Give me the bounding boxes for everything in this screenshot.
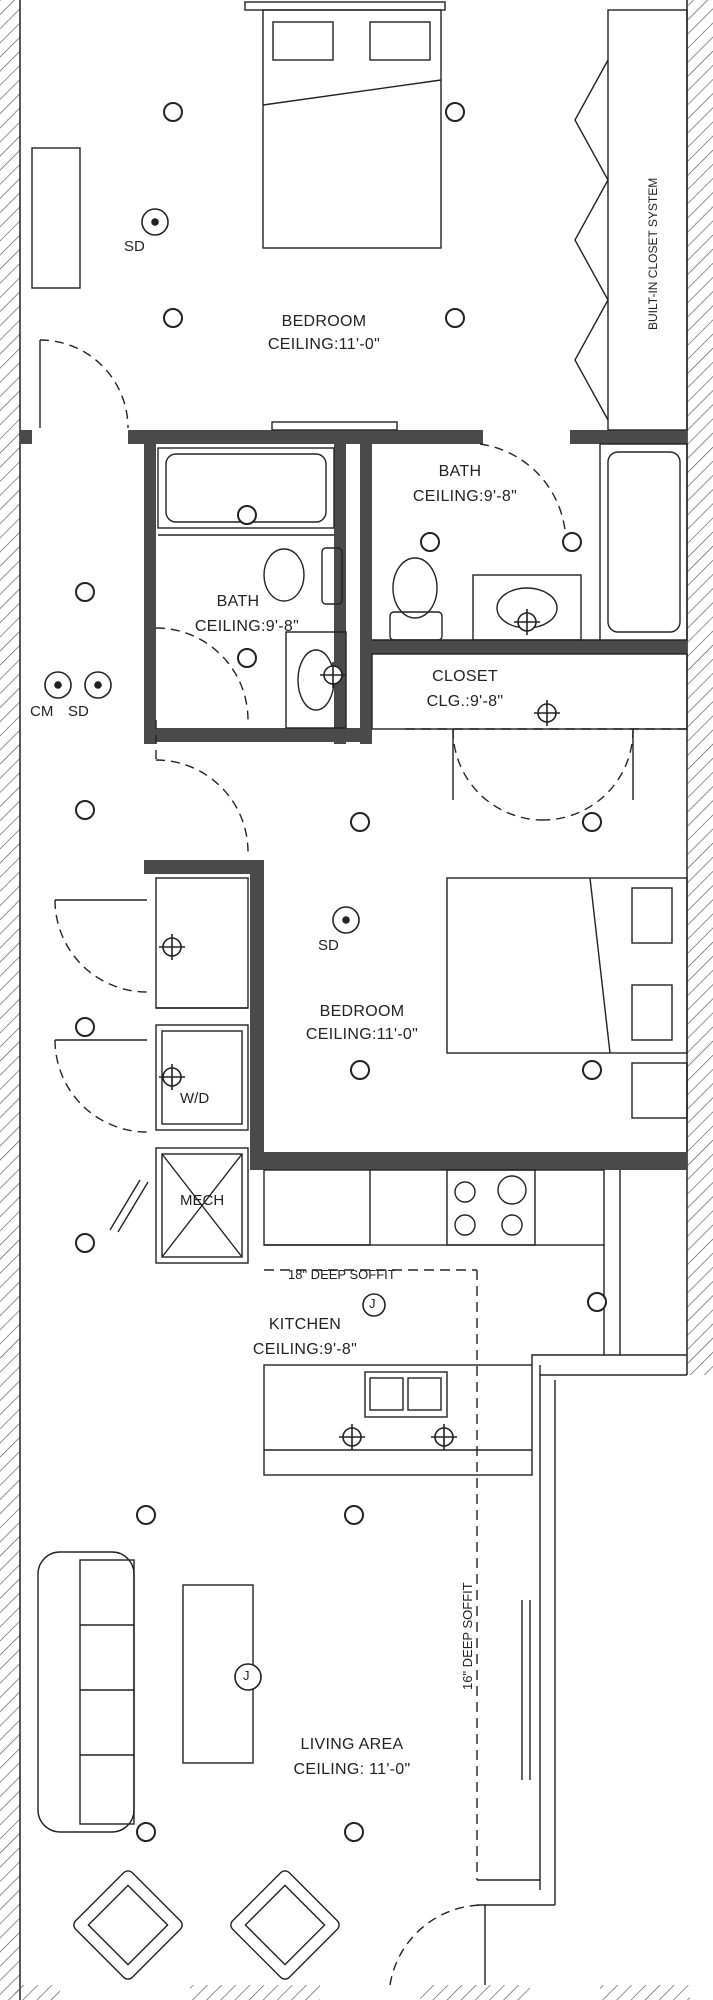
kitchen-counter [263,1169,605,1246]
smoke-detector-label-3: SD [318,937,339,954]
interior-walls [20,430,687,1170]
living-area-name: LIVING AREA [300,1736,404,1753]
bath-1-ceiling: CEILING:9'-8" [194,618,300,635]
soffit-horizontal-label: 18" DEEP SOFFIT [288,1267,396,1282]
bedroom-1-name: BEDROOM [281,313,367,330]
kitchen-ceiling: CEILING:9'-8" [252,1341,358,1358]
junction-label-1: J [369,1296,376,1311]
built-in-closet [607,9,688,431]
dresser [31,147,81,289]
closet-doors [574,59,609,421]
carbon-monoxide-label: CM [30,703,54,720]
built-in-closet-label: BUILT-IN CLOSET SYSTEM [646,177,660,330]
bath-2-name: BATH [438,463,482,480]
armchair-right [230,1870,340,1980]
vanity-1 [285,631,347,729]
detectors [44,208,386,1691]
tub-2 [599,443,688,641]
sofa [37,1551,135,1833]
tub-1 [157,447,335,529]
armchair-left [73,1870,183,1980]
washer-dryer-label: W/D [180,1090,210,1107]
washer-dryer [155,1024,249,1131]
bedroom-2-name: BEDROOM [319,1003,405,1020]
living-area-ceiling: CEILING: 11'-0" [293,1761,411,1778]
bath-2-ceiling: CEILING:9'-8" [412,488,518,505]
entry-door [389,1904,486,1986]
mech [155,1147,249,1264]
bedroom-2-ceiling: CEILING:11'-0" [305,1026,419,1043]
smoke-detector-label-1: SD [124,238,145,255]
kitchen-island [263,1364,533,1476]
recessed-fixtures [159,609,560,1450]
range [446,1169,536,1246]
closet [371,653,688,730]
bed-1 [262,9,442,249]
bedroom-1-ceiling: CEILING:11'-0" [267,336,381,353]
bed-2 [446,877,688,1054]
closet-name: CLOSET [432,668,498,685]
sink [364,1371,448,1418]
closet-ceiling: CLG.:9'-8" [426,693,504,710]
junction-label-2: J [243,1668,250,1683]
smoke-detector-label-2: SD [68,703,89,720]
soffit-vertical-label: 16" DEEP SOFFIT [460,1582,475,1690]
ceiling-lights [75,102,607,1842]
mech-label: MECH [180,1192,225,1209]
bedroom-1-door [39,339,129,429]
bath-1-name: BATH [216,593,260,610]
kitchen-name: KITCHEN [268,1316,342,1333]
